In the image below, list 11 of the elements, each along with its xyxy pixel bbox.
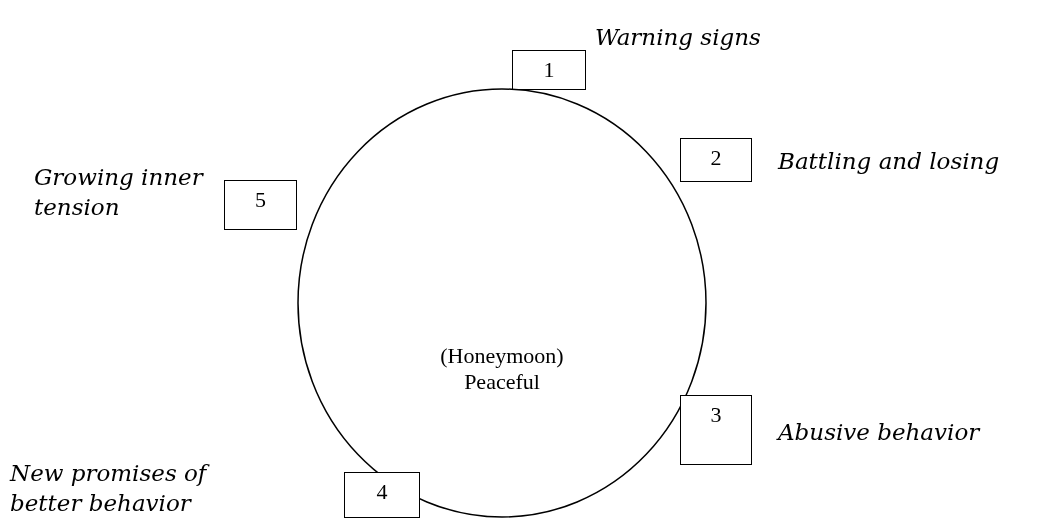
center-label: (Honeymoon) Peaceful bbox=[439, 343, 565, 395]
step-number: 2 bbox=[680, 138, 752, 182]
stage-label: Warning signs bbox=[595, 23, 762, 52]
step-number: 4 bbox=[344, 472, 420, 518]
step-number: 1 bbox=[512, 50, 586, 90]
stage-label: Abusive behavior bbox=[778, 418, 982, 447]
step-number: 3 bbox=[680, 395, 752, 465]
stage-label: New promises of better behavior bbox=[10, 458, 250, 518]
stage-label: Battling and losing bbox=[778, 147, 1001, 176]
step-number: 5 bbox=[224, 180, 297, 230]
stage-label: Growing inner tension bbox=[34, 163, 205, 222]
